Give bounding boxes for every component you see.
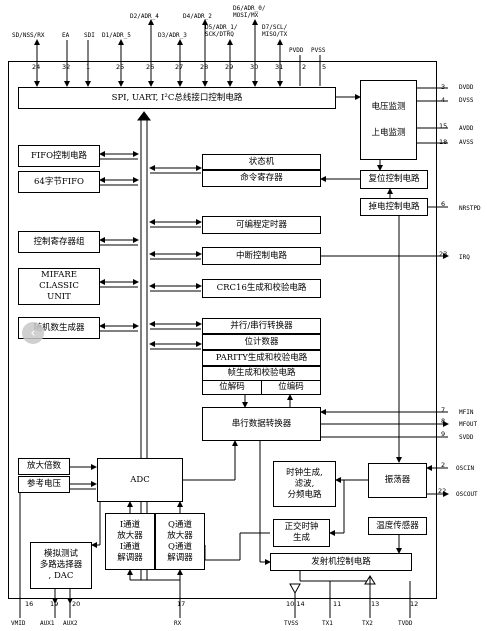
pin-num-d3: 27 <box>175 63 184 71</box>
pin-label-irq: IRQ <box>459 254 470 261</box>
pin-label-dvdd: DVDD <box>459 84 474 91</box>
poweron-monitor-label: 上电监测 <box>371 128 406 138</box>
pin-label-mfin: MFIN <box>459 409 474 416</box>
pin-num-d7: 31 <box>275 63 284 71</box>
pin-label-sdi: SDI <box>84 32 95 39</box>
pin-label-pvdd: PVDD <box>289 47 304 54</box>
q-channel-block: Q通道 放大器 Q通道 解调器 <box>155 513 205 570</box>
pin-label-avdd: AVDD <box>459 125 474 132</box>
bit-decode-block: 位解码 <box>202 380 262 395</box>
parity-block: PARITY生成和校验电路 <box>202 350 321 366</box>
pin-num-d4: 28 <box>200 63 209 71</box>
fifo-control-block: FIFO控制电路 <box>18 145 100 167</box>
pin-num-mfin: 7 <box>441 406 446 414</box>
pin-num-nrstpd: 6 <box>441 200 446 208</box>
pin-num-aux1: 19 <box>50 600 59 608</box>
pin-label-d3: D3/ADR_3 <box>158 32 187 39</box>
pin-label-mfout: MFOUT <box>459 421 478 428</box>
voltage-monitor-block: 电压监测 上电监测 <box>360 80 417 160</box>
timer-block: 可编程定时器 <box>202 216 321 234</box>
chip-outline <box>8 61 437 599</box>
reset-control-block: 复位控制电路 <box>360 170 428 189</box>
pin-label-vmid: VMID <box>11 620 26 627</box>
serial-converter-block: 串行数据转换器 <box>202 407 321 441</box>
pin-label-d1: D1/ADR_5 <box>102 32 131 39</box>
pin-label-aux1: AUX1 <box>40 620 55 627</box>
pin-num-avss: 18 <box>439 138 448 146</box>
pin-label-d7: D7/SCL/ MISO/TX <box>262 24 288 38</box>
pin-num-pvdd: 2 <box>302 63 307 71</box>
state-machine-block: 状态机 <box>202 154 321 170</box>
pin-num-rx: 17 <box>177 600 186 608</box>
pin-label-tvdd: TVDD <box>398 620 413 627</box>
pin-label-dvss: DVSS <box>459 97 474 104</box>
pin-num-vmid: 16 <box>25 600 34 608</box>
pin-num-tvdd: 12 <box>410 600 419 608</box>
pin-num-dvss: 4 <box>441 96 446 104</box>
pin-num-d2: 26 <box>146 63 155 71</box>
pin-label-nrstpd: NRSTPD <box>459 205 481 212</box>
pin-num-avdd: 15 <box>439 122 448 130</box>
pin-label-avss: AVSS <box>459 139 474 146</box>
pin-label-aux2: AUX2 <box>63 620 78 627</box>
fifo-64-block: 64字节FIFO <box>18 171 100 193</box>
pin-num-ea: 32 <box>62 63 71 71</box>
gain-block: 放大倍数 <box>18 458 70 475</box>
pin-num-oscout: 22 <box>438 487 447 495</box>
pin-num-irq: 23 <box>439 250 448 258</box>
pin-num-dvdd: 3 <box>441 83 446 91</box>
bit-counter-block: 位计数器 <box>202 334 321 350</box>
pin-num-tx2: 13 <box>371 600 380 608</box>
chevron-left-icon[interactable]: ‹ <box>22 322 44 344</box>
pin-label-ea: EA <box>62 32 70 39</box>
voltage-monitor-label: 电压监测 <box>371 102 406 112</box>
temperature-sensor-block: 温度传感器 <box>368 517 427 535</box>
interface-control-block: SPI, UART, I²C总线接口控制电路 <box>18 87 336 109</box>
quadrature-clock-block: 正交时钟 生成 <box>273 519 330 547</box>
pin-num-nss: 24 <box>32 63 41 71</box>
transmitter-control-block: 发射机控制电路 <box>270 553 412 571</box>
pin-num-svdd: 9 <box>441 430 446 438</box>
pin-num-pvss: 5 <box>322 63 327 71</box>
pin-num-sdi: 1 <box>86 63 91 71</box>
pin-label-tx2: TX2 <box>362 620 373 627</box>
pin-label-d6: D6/ADR_0/ MOSI/MX <box>233 5 266 19</box>
pin-num-d1: 25 <box>116 63 125 71</box>
pin-label-tx1: TX1 <box>322 620 333 627</box>
pin-num-tvss: 10,14 <box>286 600 305 608</box>
powerdown-control-block: 掉电控制电路 <box>360 198 428 216</box>
pin-num-d5: 29 <box>225 63 234 71</box>
i-channel-block: I通道 放大器 I通道 解调器 <box>105 513 155 570</box>
pin-num-tx1: 11 <box>333 600 342 608</box>
parallel-serial-block: 并行/串行转换器 <box>202 318 321 334</box>
pin-label-oscin: OSCIN <box>456 465 475 472</box>
pin-num-mfout: 8 <box>441 417 446 425</box>
pin-num-oscin: 2 <box>441 461 446 469</box>
oscillator-block: 振荡器 <box>368 463 427 498</box>
command-register-block: 命令寄存器 <box>202 170 321 187</box>
pin-label-d5: D5/ADR_1/ SCK/DTRQ <box>205 24 238 38</box>
mifare-unit-block: MIFARE CLASSIC UNIT <box>18 268 100 305</box>
pin-num-aux2: 20 <box>72 600 81 608</box>
reference-voltage-block: 参考电压 <box>18 476 70 493</box>
analog-mux-block: 模拟测试 多路选择器 , DAC <box>30 542 92 589</box>
pin-label-tvss: TVSS <box>284 620 299 627</box>
control-registers-block: 控制寄存器组 <box>18 231 100 253</box>
interrupt-control-block: 中断控制电路 <box>202 247 321 265</box>
pin-label-svdd: SVDD <box>459 434 474 441</box>
clock-generation-block: 时钟生成, 滤波, 分频电路 <box>273 461 336 507</box>
pin-label-rx: RX <box>174 620 182 627</box>
pin-label-d4: D4/ADR_2 <box>183 13 212 20</box>
bit-encode-block: 位编码 <box>261 380 321 395</box>
frame-block: 帧生成和校验电路 <box>202 366 321 381</box>
pin-label-oscout: OSCOUT <box>456 491 478 498</box>
crc-block: CRC16生成和校验电路 <box>202 279 321 298</box>
pin-num-d6: 30 <box>250 63 259 71</box>
adc-block: ADC <box>97 458 183 502</box>
pin-label-pvss: PVSS <box>311 47 326 54</box>
pin-label-d2: D2/ADR_4 <box>130 13 159 20</box>
pin-label-nss: SD/NSS/RX <box>12 32 45 39</box>
